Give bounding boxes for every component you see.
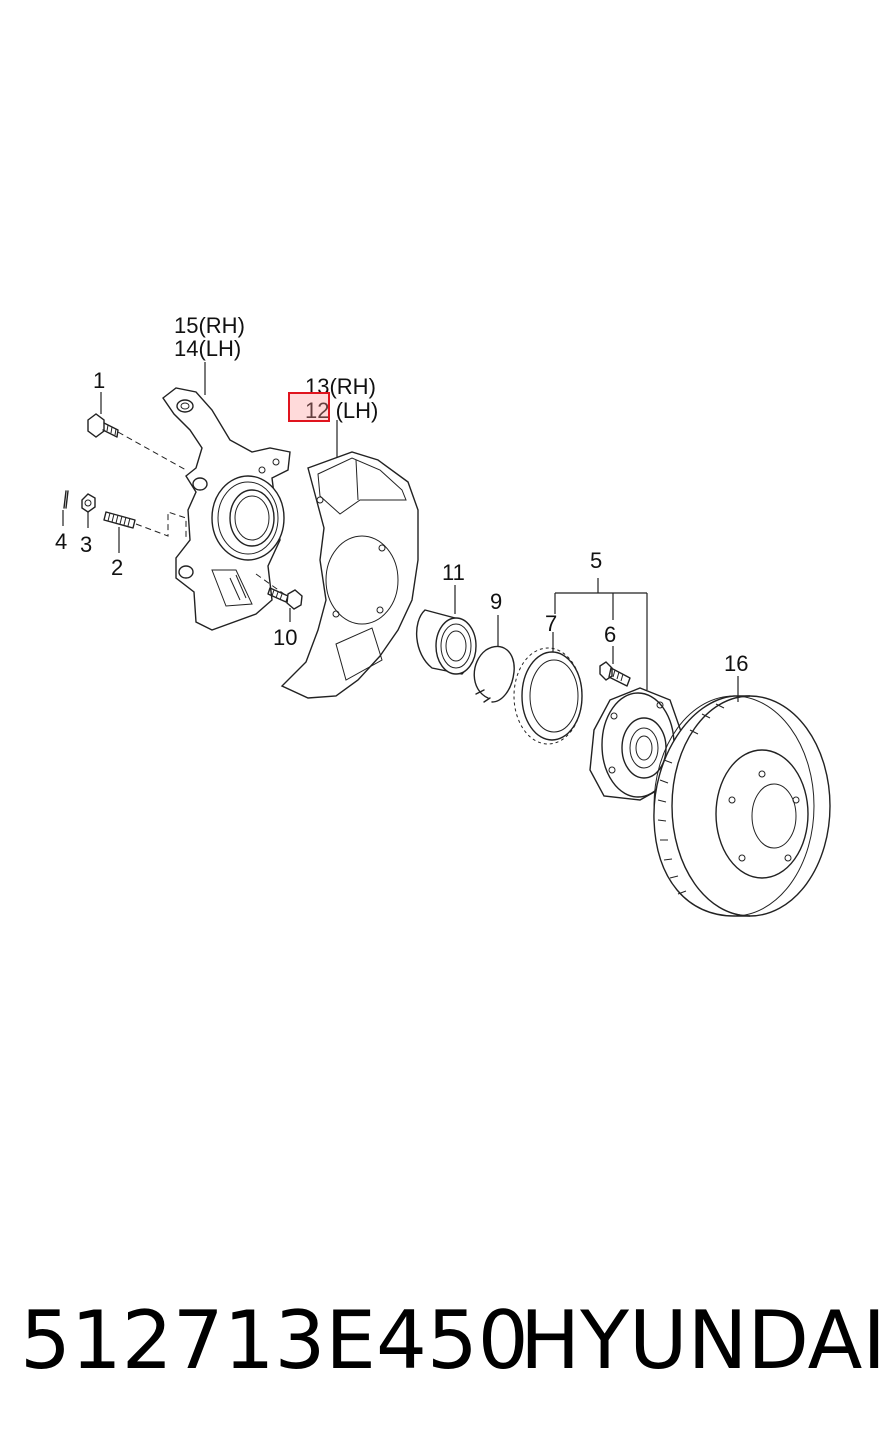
callout-1: 1 [93, 368, 105, 393]
callout-12: 12 (LH) [305, 398, 378, 423]
part-7-abs-tone-ring [513, 632, 583, 745]
part-12-13-brake-backing-plate [280, 420, 419, 699]
part-1-bolt [87, 392, 119, 438]
part-11-wheel-bearing [415, 585, 477, 675]
part-16-brake-disc [653, 676, 831, 917]
part-number-label: 512713E450 [20, 1294, 529, 1387]
callout-5: 5 [590, 548, 602, 573]
part-9-snap-ring [473, 615, 515, 703]
part-10-bolt [267, 587, 303, 622]
callout-3: 3 [80, 532, 92, 557]
callout-16: 16 [724, 651, 748, 676]
callout-13: 13(RH) [305, 374, 376, 399]
assembly-line [135, 511, 187, 540]
part-6-wheel-stud [599, 646, 631, 687]
brand-label: HYUNDAI [520, 1294, 886, 1387]
part-2-stud [103, 511, 136, 553]
assembly-line [117, 431, 187, 471]
callout-4: 4 [55, 529, 67, 554]
callout-11: 11 [442, 560, 465, 585]
part-4-pin [62, 490, 69, 526]
callout-9: 9 [490, 589, 502, 614]
callout-7: 7 [545, 611, 557, 636]
part-14-15-steering-knuckle [162, 362, 291, 631]
callout-12-highlight-box [288, 392, 330, 422]
callout-15: 15(RH) [174, 313, 245, 338]
callout-14: 14(LH) [174, 336, 241, 361]
callout-6: 6 [604, 622, 616, 647]
callout-10: 10 [273, 625, 297, 650]
part-5-wheel-hub [554, 578, 685, 801]
callout-2: 2 [111, 555, 123, 580]
assembly-line [255, 573, 285, 595]
part-3-nut [81, 493, 96, 528]
